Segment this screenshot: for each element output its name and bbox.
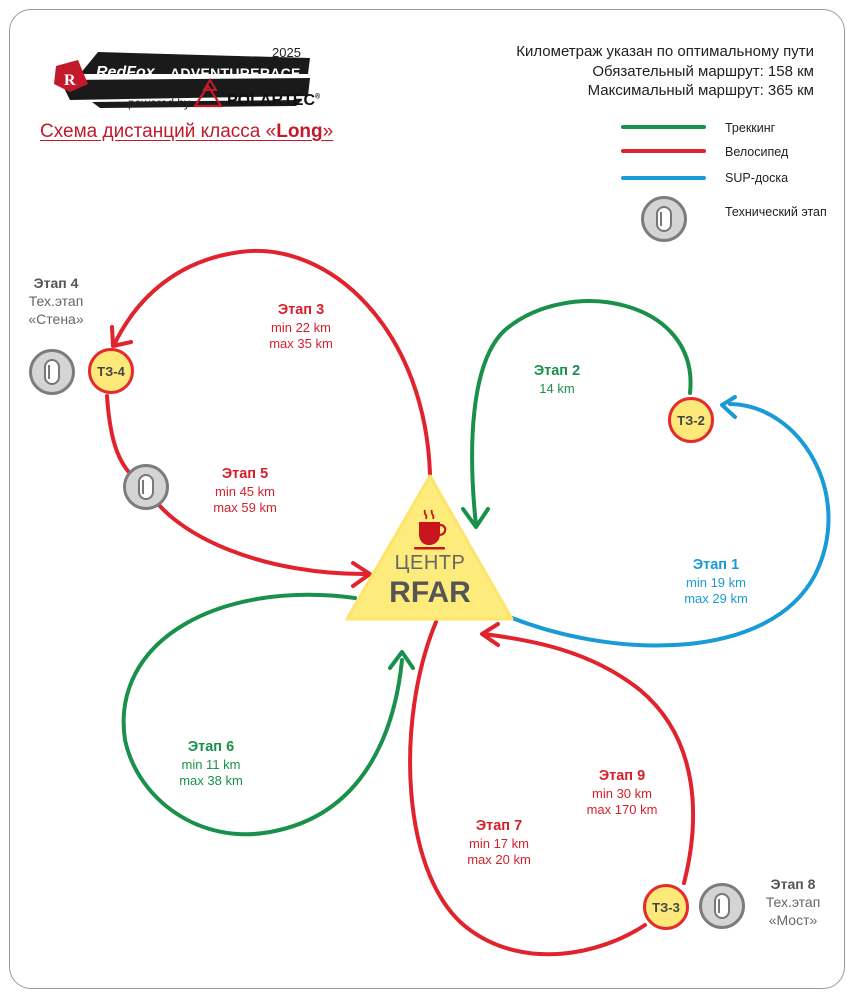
stage-3-max: max 35 km — [269, 336, 333, 351]
polartec-word: POLARTEC — [227, 92, 315, 109]
route-stage-3-arrow — [110, 325, 133, 348]
stage-1-title: Этап 1 — [692, 557, 740, 573]
logo-redfox-text: RedFox — [96, 64, 155, 81]
route-stage-6-arrow — [388, 650, 415, 670]
stage-9-label: Этап 9 min 30 km max 170 km — [587, 768, 658, 818]
stage-4-title: Этап 4 — [33, 275, 79, 291]
route-stage-9-arrow — [480, 622, 500, 647]
route-stage-5-arrow — [351, 561, 372, 588]
scheme-title: Схема дистанций класса «Long» — [40, 121, 333, 143]
coffee-cup-icon — [414, 509, 447, 550]
route-stage-7 — [408, 620, 647, 957]
race-logo: R — [54, 52, 310, 108]
route-stage-6 — [121, 592, 404, 837]
stage-3-min: min 22 km — [271, 320, 331, 335]
logo-year: 2025 — [272, 45, 301, 60]
stage-4-name: «Стена» — [28, 311, 84, 327]
title-class: Long — [276, 121, 323, 142]
stage-8-title: Этап 8 — [770, 876, 816, 892]
legend-sup-label: SUP-доска — [725, 171, 789, 185]
carabiner-icon — [699, 883, 745, 929]
stage-2-title: Этап 2 — [533, 363, 581, 379]
stage-9-min: min 30 km — [592, 786, 652, 801]
stage-6-label: Этап 6 min 11 km max 38 km — [179, 739, 243, 789]
stage-6-min: min 11 km — [181, 757, 241, 772]
stage-8-name: «Мост» — [768, 912, 818, 928]
route-stage-1-arrow — [720, 395, 737, 419]
legend-bike-label: Велосипед — [725, 145, 789, 159]
route-stage-2 — [470, 299, 693, 527]
carabiner-icon — [29, 349, 75, 395]
route-stage-1 — [510, 402, 831, 648]
center-word: ЦЕНТР — [394, 552, 466, 574]
title-prefix: Схема дистанций класса « — [40, 121, 277, 142]
info-note: Километраж указан по оптимальному пути — [516, 43, 814, 60]
transition-zone-tz3: ТЗ-3 — [643, 884, 689, 930]
logo-polartec: POLARTEC® — [227, 92, 320, 110]
stage-4-label: Этап 4 Тех.этап «Стена» — [28, 274, 83, 328]
stage-8-label: Этап 8 Тех.этап «Мост» — [766, 875, 821, 929]
legend-tech-label: Технический этап — [725, 205, 827, 219]
svg-text:R: R — [64, 72, 76, 89]
stage-7-min: min 17 km — [469, 836, 529, 851]
carabiner-icon — [123, 464, 169, 510]
logo-adventurerace-text: ADVENTURERACE — [170, 65, 301, 81]
stage-3-label: Этап 3 min 22 km max 35 km — [269, 302, 333, 352]
stage-6-max: max 38 km — [179, 773, 243, 788]
stage-2-distance: 14 km — [539, 381, 575, 396]
stage-7-max: max 20 km — [467, 852, 531, 867]
stage-7-title: Этап 7 — [475, 818, 523, 834]
stage-8-type: Тех.этап — [765, 894, 821, 910]
stage-1-label: Этап 1 min 19 km max 29 km — [684, 557, 748, 607]
stage-5-label: Этап 5 min 45 km max 59 km — [213, 466, 277, 516]
info-max-route: Максимальный маршрут: 365 км — [587, 82, 814, 99]
stage-6-title: Этап 6 — [187, 739, 235, 755]
polartec-mark: ® — [315, 93, 321, 101]
title-suffix: » — [322, 121, 334, 142]
stage-4-type: Тех.этап — [28, 293, 84, 309]
page-frame — [9, 9, 845, 989]
center-name: RFAR — [389, 576, 471, 609]
stage-7-label: Этап 7 min 17 km max 20 km — [467, 818, 531, 868]
carabiner-icon — [641, 196, 687, 242]
stage-9-title: Этап 9 — [598, 768, 646, 784]
stage-2-label: Этап 2 14 km — [534, 363, 580, 397]
stage-1-max: max 29 km — [684, 591, 748, 606]
route-stage-2-arrow — [461, 507, 490, 529]
legend-trekking-label: Треккинг — [725, 121, 776, 135]
stage-3-title: Этап 3 — [277, 302, 325, 318]
transition-zone-tz2: ТЗ-2 — [668, 397, 714, 443]
stage-5-max: max 59 km — [213, 500, 277, 515]
transition-zone-tz4: ТЗ-4 — [88, 348, 134, 394]
stage-1-min: min 19 km — [686, 575, 746, 590]
route-stage-9 — [482, 632, 696, 885]
logo-powered-by: powered by — [128, 96, 191, 110]
stage-5-min: min 45 km — [215, 484, 275, 499]
stage-9-max: max 170 km — [586, 802, 658, 817]
route-stage-3 — [112, 248, 432, 476]
stage-5-title: Этап 5 — [221, 466, 269, 482]
info-required-route: Обязательный маршрут: 158 км — [592, 63, 814, 80]
